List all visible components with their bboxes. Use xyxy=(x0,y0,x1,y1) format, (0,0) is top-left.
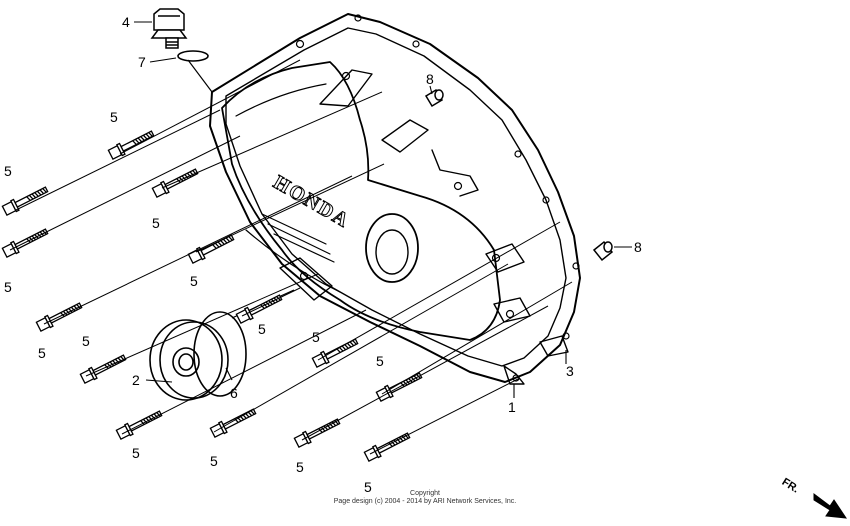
leader-lines xyxy=(134,21,632,398)
alignment-lines xyxy=(9,59,573,455)
bolts xyxy=(1,130,423,463)
cover-flange-inner xyxy=(225,27,567,367)
callout-bolt-1: 5 xyxy=(110,109,118,125)
oil-filler-cap xyxy=(150,8,188,49)
copyright-line-1: Copyright xyxy=(410,490,440,497)
callout-dowel-2: 8 xyxy=(634,239,642,255)
callout-bolt-12: 5 xyxy=(376,353,384,369)
callout-bolt-13: 5 xyxy=(296,459,304,475)
bolt-11 xyxy=(209,408,257,439)
dowel-pin-lower xyxy=(592,240,614,262)
dowel-pin-upper xyxy=(424,88,444,108)
bolt-2 xyxy=(1,186,49,217)
callout-bolt-7: 5 xyxy=(258,321,266,337)
callout-bolt-6: 5 xyxy=(38,345,46,361)
callout-part-6: 6 xyxy=(230,385,238,401)
bolt-12 xyxy=(375,372,423,403)
bolt-14 xyxy=(363,432,411,463)
callout-bolt-9: 5 xyxy=(312,329,320,345)
callout-part-2: 2 xyxy=(132,372,140,388)
copyright-line-2: Page design (c) 2004 - 2014 by ARI Netwo… xyxy=(333,498,517,505)
bolt-8 xyxy=(79,354,127,385)
callout-bolt-10: 5 xyxy=(132,445,140,461)
callout-bolt-2: 5 xyxy=(4,163,12,179)
callout-dowel-1: 8 xyxy=(426,71,434,87)
bolt-10 xyxy=(115,410,163,441)
callout-part-4: 4 xyxy=(122,14,130,30)
callout-bolt-11: 5 xyxy=(210,453,218,469)
bolt-1 xyxy=(107,130,155,161)
front-direction-arrow xyxy=(813,493,848,519)
plug-2 xyxy=(149,319,229,401)
callout-bolt-3: 5 xyxy=(152,215,160,231)
shaft-opening xyxy=(365,213,419,283)
callout-bolt-14: 5 xyxy=(364,479,372,495)
callout-bolt-8: 5 xyxy=(82,333,90,349)
o-ring-7 xyxy=(177,50,209,62)
cover-body xyxy=(221,61,501,341)
callout-labels: 1 2 3 4 6 7 5 5 5 5 5 5 5 5 5 5 5 5 5 5 8 8 xyxy=(4,14,642,495)
callout-bolt-4: 5 xyxy=(4,279,12,295)
cover-flange-outline xyxy=(209,13,581,383)
callout-part-1: 1 xyxy=(508,399,516,415)
callout-part-3: 3 xyxy=(566,363,574,379)
callout-bolt-5: 5 xyxy=(190,273,198,289)
o-ring-6 xyxy=(193,311,247,397)
callout-part-7: 7 xyxy=(138,54,146,70)
